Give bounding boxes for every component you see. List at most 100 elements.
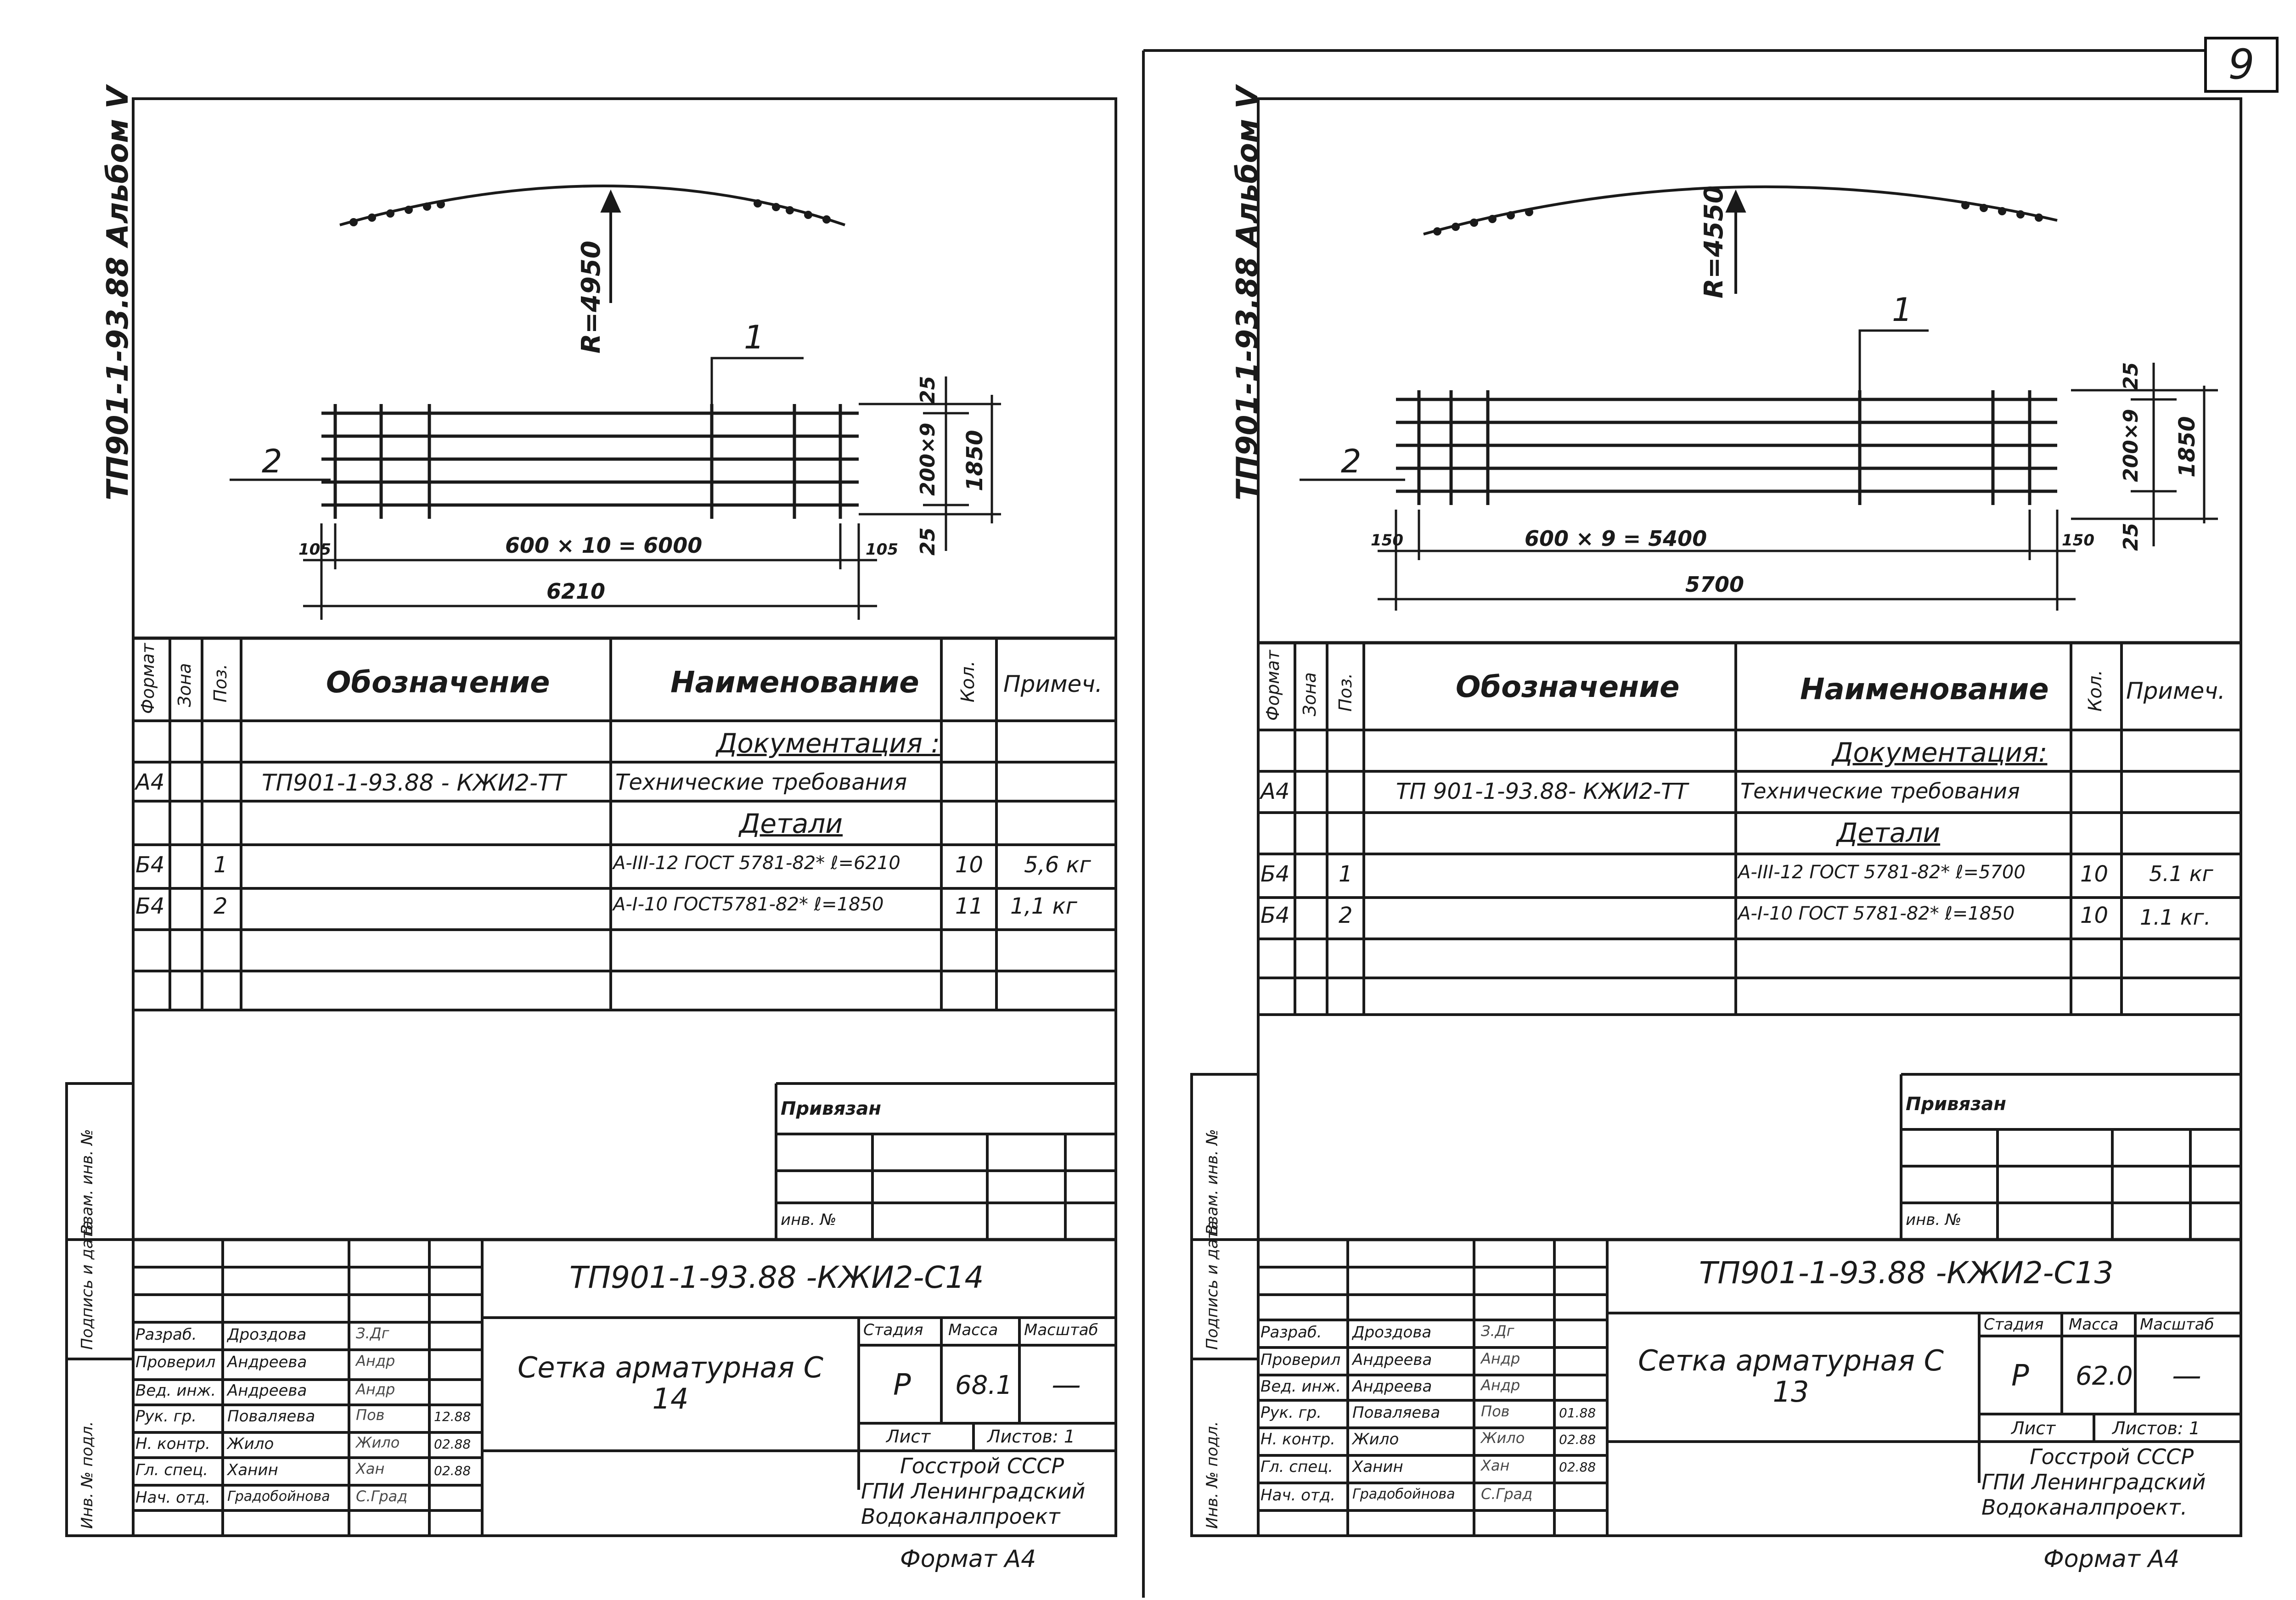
doc-designation: ТП 901-1-93.88- КЖИ2-ТТ	[1396, 779, 1688, 804]
staff-name: Андреева	[1352, 1377, 1432, 1396]
section-parts: Детали	[1837, 817, 1941, 848]
staff-name: Дроздова	[227, 1325, 307, 1344]
position-callout-2: 2	[1341, 443, 1362, 480]
staff-signature: Жило	[1481, 1429, 1525, 1447]
dim-offset-right: 105	[866, 540, 898, 559]
staff-date: 02.88	[434, 1437, 471, 1452]
staff-date: 12.88	[434, 1409, 471, 1424]
staff-signature: С.Град	[356, 1488, 408, 1505]
sheet-label: Лист	[2011, 1418, 2056, 1438]
doc-code: ТП901-1-93.88 -КЖИ2-С13	[1699, 1255, 2114, 1291]
dim-total: 5700	[1685, 572, 1745, 597]
staff-signature: Жило	[356, 1434, 400, 1451]
staff-role: Разраб.	[135, 1325, 197, 1344]
org-line-2: ГПИ Ленинградский	[861, 1479, 1086, 1504]
staff-date: 01.88	[1559, 1405, 1596, 1420]
row2-qty: 11	[955, 893, 984, 919]
staff-name: Андреева	[227, 1381, 307, 1400]
row1-qty: 10	[955, 852, 984, 878]
staff-role: Рук. гр.	[135, 1407, 197, 1426]
row2-format: Б4	[1261, 903, 1290, 928]
mass-value: 62.0	[2076, 1361, 2133, 1391]
sheets-label: Листов: 1	[987, 1426, 1075, 1447]
header-zone: Зона	[1300, 672, 1320, 716]
row1-pos: 1	[214, 852, 228, 878]
header-pos: Поз.	[1335, 673, 1356, 712]
sheets-label: Листов: 1	[2112, 1418, 2200, 1438]
staff-signature: Андр	[356, 1381, 395, 1398]
row2-note: 1,1 кг	[1010, 893, 1077, 919]
staff-signature: Андр	[1481, 1376, 1520, 1394]
dim-spacing: 600 × 9 = 5400	[1525, 526, 1707, 551]
header-name: Наименование	[670, 666, 919, 700]
staff-signature: Андр	[1481, 1350, 1520, 1367]
stage-label: Стадия	[1984, 1315, 2044, 1334]
staff-name: Ханин	[1352, 1458, 1403, 1476]
staff-signature: Хан	[356, 1460, 385, 1477]
scale-label: Масштаб	[2140, 1315, 2214, 1334]
staff-name: Градобойнова	[227, 1488, 330, 1505]
dim-offset-right: 150	[2062, 531, 2094, 550]
staff-signature: Андр	[356, 1352, 395, 1370]
row1-note: 5.1 кг	[2149, 861, 2213, 886]
doc-format: А4	[1261, 779, 1290, 804]
scale-value: —	[2172, 1359, 2201, 1393]
title-line: Сетка арматурная С 14	[518, 1351, 823, 1416]
dim-25-bottom: 25	[2119, 522, 2143, 551]
inv-no-label: инв. №	[1906, 1211, 1962, 1229]
mass-label: Масса	[948, 1321, 998, 1339]
staff-name: Жило	[1352, 1430, 1399, 1448]
left-strip-sign: Подпись и дата	[1203, 1220, 1221, 1350]
row2-name: А-I-10 ГОСТ 5781-82* ℓ=1850	[1738, 903, 2015, 924]
row1-pos: 1	[1339, 861, 1353, 887]
mass-label: Масса	[2069, 1315, 2119, 1334]
org-line-1: Госстрой СССР	[2030, 1444, 2194, 1469]
header-name: Наименование	[1800, 673, 2049, 707]
title-line: Сетка арматурная С 13	[1638, 1344, 1944, 1409]
staff-signature: Хан	[1481, 1457, 1510, 1474]
org-line-3: Водоканалпроект	[861, 1504, 1060, 1529]
mass-value: 68.1	[955, 1370, 1013, 1400]
staff-role: Вед. инж.	[135, 1381, 216, 1400]
format-label: Формат А4	[900, 1545, 1036, 1573]
staff-name: Жило	[227, 1435, 274, 1453]
section-docs: Документация :	[716, 728, 940, 759]
scale-value: —	[1052, 1368, 1081, 1402]
header-format: Формат	[1263, 650, 1283, 721]
staff-name: Дроздова	[1352, 1323, 1432, 1342]
staff-role: Проверил	[135, 1353, 216, 1371]
dim-offset-left: 105	[298, 540, 331, 559]
row1-name: А-III-12 ГОСТ 5781-82* ℓ=5700	[1738, 862, 2026, 883]
inv-no-label: инв. №	[781, 1211, 837, 1229]
staff-date: 02.88	[1559, 1460, 1596, 1475]
dim-25-top: 25	[2119, 362, 2143, 390]
staff-signature: С.Град	[1481, 1485, 1533, 1503]
row2-qty: 10	[2080, 903, 2109, 928]
header-note: Примеч.	[2126, 678, 2225, 704]
section-parts: Детали	[739, 808, 843, 839]
staff-role: Нач. отд.	[1261, 1486, 1336, 1505]
staff-signature: Пов	[356, 1406, 385, 1424]
staff-role: Гл. спец.	[135, 1461, 208, 1479]
staff-role: Гл. спец.	[1261, 1458, 1334, 1476]
row1-format: Б4	[135, 852, 165, 878]
sheet-label: Лист	[886, 1426, 931, 1447]
staff-date: 02.88	[1559, 1432, 1596, 1447]
row2-pos: 2	[1339, 903, 1353, 928]
dim-offset-left: 150	[1371, 531, 1403, 550]
staff-name: Андреева	[1352, 1351, 1432, 1369]
privyazan-label: Привязан	[1906, 1094, 2007, 1115]
stage-label: Стадия	[863, 1321, 923, 1339]
doc-name: Технические требования	[1740, 779, 2020, 803]
left-strip-inv: Инв. № подл.	[1203, 1421, 1221, 1529]
staff-role: Проверил	[1261, 1351, 1341, 1369]
dim-spacing: 600 × 10 = 6000	[505, 533, 703, 558]
row2-pos: 2	[214, 893, 228, 919]
staff-name: Градобойнова	[1352, 1486, 1455, 1502]
staff-name: Андреева	[227, 1353, 307, 1371]
scale-label: Масштаб	[1024, 1321, 1098, 1339]
page-number: 9	[2204, 37, 2279, 93]
row2-format: Б4	[135, 893, 165, 919]
doc-code: ТП901-1-93.88 -КЖИ2-С14	[569, 1260, 984, 1295]
